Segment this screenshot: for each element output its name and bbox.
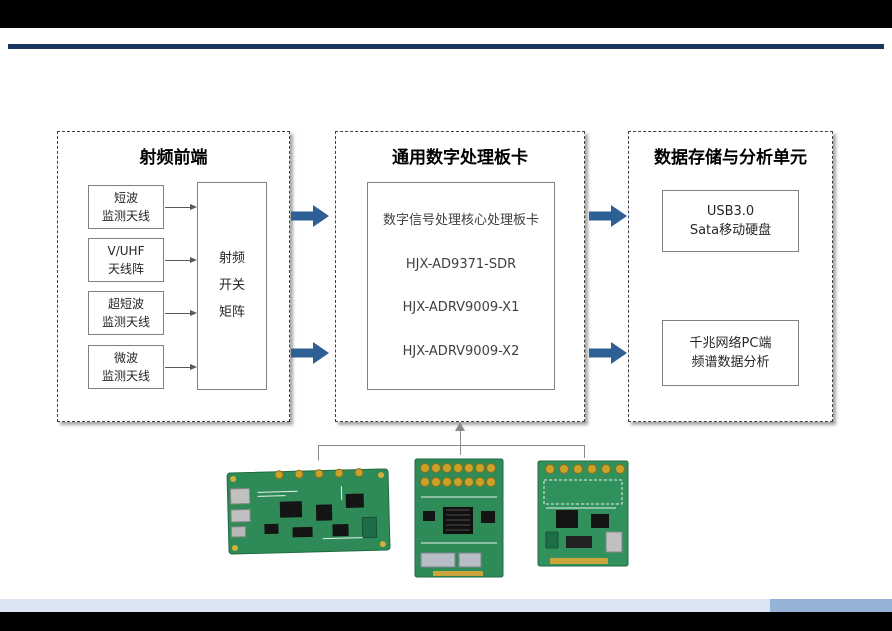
- pcb-image-1: [220, 458, 397, 563]
- connector-arrow-up-icon: [455, 422, 465, 431]
- antenna-label-line: V/UHF: [107, 244, 145, 258]
- pc-label-line: 千兆网络PC端: [689, 335, 772, 351]
- connector-line-vertical: [318, 445, 319, 463]
- storage-panel-title: 数据存储与分析单元: [654, 148, 807, 168]
- antenna-box-ultra-shortwave: 超短波 监测天线: [88, 291, 164, 335]
- dsp-core-line: HJX-ADRV9009-X2: [402, 343, 520, 359]
- footer-stripe-right: [770, 599, 892, 612]
- disk-label-line: USB3.0: [706, 203, 755, 219]
- antenna-label-line: 监测天线: [101, 369, 150, 383]
- dsp-core-line: HJX-AD9371-SDR: [405, 256, 517, 272]
- block-arrow-right-icon: [291, 342, 329, 364]
- dsp-panel-title: 通用数字处理板卡: [392, 148, 528, 168]
- antenna-label-line: 超短波: [107, 297, 144, 311]
- matrix-label-line: 射频: [218, 250, 245, 266]
- block-arrow-right-icon: [291, 205, 329, 227]
- antenna-box-microwave: 微波 监测天线: [88, 345, 164, 389]
- rf-front-end-title: 射频前端: [139, 148, 208, 168]
- block-arrow-right-icon: [589, 342, 627, 364]
- antenna-label-line: 短波: [113, 191, 138, 205]
- pc-spectrum-analysis-box: 千兆网络PC端 频谱数据分析: [662, 320, 799, 386]
- arrow-right-icon: [165, 257, 197, 263]
- arrow-right-icon: [165, 364, 197, 370]
- disk-label-line: Sata移动硬盘: [689, 223, 772, 238]
- connector-line-vertical: [460, 430, 461, 456]
- matrix-label-line: 开关: [218, 277, 245, 293]
- usb-sata-disk-box: USB3.0 Sata移动硬盘: [662, 190, 799, 252]
- dsp-core-box: 数字信号处理核心处理板卡 HJX-AD9371-SDR HJX-ADRV9009…: [367, 182, 555, 390]
- top-divider-rule: [8, 44, 884, 49]
- pc-label-line: 频谱数据分析: [691, 355, 770, 370]
- block-arrow-right-icon: [589, 205, 627, 227]
- matrix-label-line: 矩阵: [218, 305, 245, 321]
- connector-line-vertical: [584, 445, 585, 459]
- antenna-label-line: 天线阵: [107, 262, 144, 276]
- pcb-image-3: [536, 458, 630, 570]
- footer-stripe-left: [0, 599, 770, 612]
- dsp-core-line: HJX-ADRV9009-X1: [402, 300, 520, 315]
- antenna-box-vuhf: V/UHF 天线阵: [88, 238, 164, 282]
- pcb-image-2: [413, 455, 505, 580]
- antenna-label-line: 微波: [113, 351, 138, 365]
- antenna-box-shortwave: 短波 监测天线: [88, 185, 164, 229]
- antenna-label-line: 监测天线: [101, 209, 150, 223]
- letterbox-top: [0, 0, 892, 28]
- connector-line-horizontal: [318, 445, 585, 446]
- antenna-label-line: 监测天线: [101, 315, 150, 329]
- letterbox-bottom: [0, 612, 892, 631]
- arrow-right-icon: [165, 204, 197, 210]
- arrow-right-icon: [165, 310, 197, 316]
- dsp-core-line: 数字信号处理核心处理板卡: [382, 213, 539, 228]
- rf-switch-matrix-box: 射频 开关 矩阵: [197, 182, 267, 390]
